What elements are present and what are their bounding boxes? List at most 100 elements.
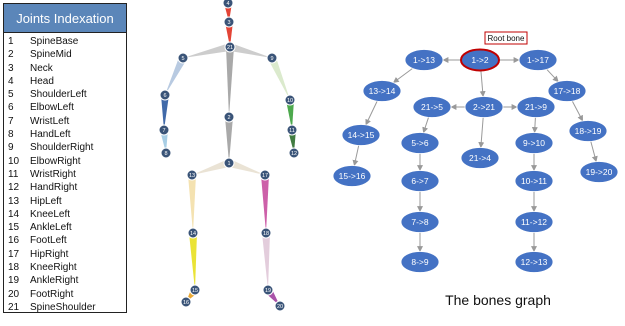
joint-index: 20	[8, 288, 20, 300]
bone-node: 12->13	[514, 251, 554, 273]
joint-index: 7	[8, 115, 14, 127]
bone-node: 11->12	[514, 211, 554, 233]
joint-name: FootRight	[30, 288, 74, 300]
graph-edge	[352, 145, 360, 167]
bone-node-label: 21->5	[421, 102, 443, 112]
skeleton-joint-label: 9	[270, 56, 273, 62]
bone-node-label: 9->10	[523, 138, 545, 148]
skeleton-joint: 16	[180, 296, 192, 308]
graph-edge	[422, 117, 430, 134]
bone-node: 10->11	[514, 170, 554, 192]
skeleton-joint-label: 7	[162, 128, 165, 134]
joint-name: HipRight	[30, 248, 69, 260]
joint-name: WristLeft	[30, 115, 70, 127]
skeleton-joint-label: 17	[262, 173, 268, 179]
joint-index: 18	[8, 262, 20, 274]
joint-index: 2	[8, 49, 14, 61]
skeleton-joint-label: 6	[163, 93, 166, 99]
bone-node-label: 2->21	[473, 102, 495, 112]
bone-node-label: 1->13	[413, 55, 435, 65]
skeleton-joint: 3	[223, 16, 235, 28]
joint-row: 20 FootRight	[4, 288, 126, 301]
bone-node-label: 12->13	[521, 257, 548, 267]
joint-index: 5	[8, 89, 14, 101]
skeleton-joint-label: 19	[265, 288, 271, 294]
joint-index: 21	[8, 301, 20, 313]
root-bone-label: Root bone	[484, 31, 528, 45]
bone-node: 13->14	[362, 80, 402, 102]
graph-edge	[479, 70, 486, 98]
bones-graph-caption: The bones graph	[445, 292, 551, 308]
skeleton-joint: 1	[223, 157, 235, 169]
skeleton-joint: 19	[262, 284, 274, 296]
bone-node: 17->18	[547, 80, 587, 102]
skeleton-bone	[192, 159, 231, 175]
skeleton-joint-label: 14	[190, 231, 196, 237]
skeleton-joint: 11	[286, 124, 298, 136]
bone-node: 15->16	[332, 165, 372, 187]
skeleton-bone	[225, 117, 233, 163]
bone-node: 19->20	[579, 161, 619, 183]
skeleton-bone	[165, 56, 187, 95]
joint-index: 12	[8, 182, 20, 194]
joint-name: ElbowRight	[30, 155, 81, 167]
skeleton-joint-label: 12	[291, 151, 297, 157]
skeleton-bone	[160, 129, 168, 153]
skeleton-joint-label: 2	[227, 115, 230, 121]
skeleton-bone	[268, 56, 290, 100]
bone-node-label: 13->14	[369, 86, 396, 96]
skeleton-bone	[188, 174, 196, 233]
skeleton-joint-label: 13	[189, 173, 195, 179]
joint-row: 21 SpineShoulder	[4, 301, 126, 314]
joint-name: WristRight	[30, 168, 76, 180]
skeleton-bone	[228, 43, 272, 58]
bone-node: 2->21	[464, 96, 504, 118]
joint-name: SpineBase	[30, 36, 79, 47]
joint-row: 14 KneeLeft	[4, 208, 126, 221]
skeleton-joint: 8	[160, 147, 172, 159]
skeleton-bone	[189, 232, 197, 290]
joint-name: SpineShoulder	[30, 301, 96, 313]
skeleton-joint: 12	[288, 147, 300, 159]
joint-name: Neck	[30, 62, 53, 74]
joints-table-title: Joints Indexation	[4, 4, 126, 33]
joint-index: 14	[8, 208, 20, 220]
skeleton-joint-label: 4	[226, 1, 229, 7]
bone-node: 21->4	[460, 147, 500, 169]
skeleton-joint-label: 10	[287, 98, 293, 104]
graph-edge	[392, 68, 413, 83]
skeleton-joint-label: 1	[227, 161, 230, 167]
bone-node-label: 18->19	[575, 126, 602, 136]
bone-node: 14->15	[341, 124, 381, 146]
bone-node-label: 14->15	[348, 130, 375, 140]
bone-node: 6->7	[400, 170, 440, 192]
bone-node-label: 21->9	[525, 102, 547, 112]
skeleton-bone	[227, 159, 265, 175]
skeleton-joint-label: 18	[263, 231, 269, 237]
skeleton-joint-label: 20	[277, 304, 283, 310]
skeleton-joint-label: 21	[227, 45, 233, 51]
skeleton-joint: 13	[186, 169, 198, 181]
skeleton-joint: 21	[224, 41, 236, 53]
skeleton-joint-label: 16	[183, 300, 189, 306]
bone-node-label: 15->16	[339, 171, 366, 181]
skeleton-joint: 4	[222, 0, 234, 9]
graph-edge	[365, 100, 378, 126]
skeleton-joint: 7	[158, 124, 170, 136]
joint-name: KneeRight	[30, 262, 77, 274]
joint-name: KneeLeft	[30, 208, 71, 220]
bone-node-label: 5->6	[411, 138, 429, 148]
skeleton-bone	[288, 129, 296, 153]
joint-row: 7 WristLeft	[4, 115, 126, 128]
